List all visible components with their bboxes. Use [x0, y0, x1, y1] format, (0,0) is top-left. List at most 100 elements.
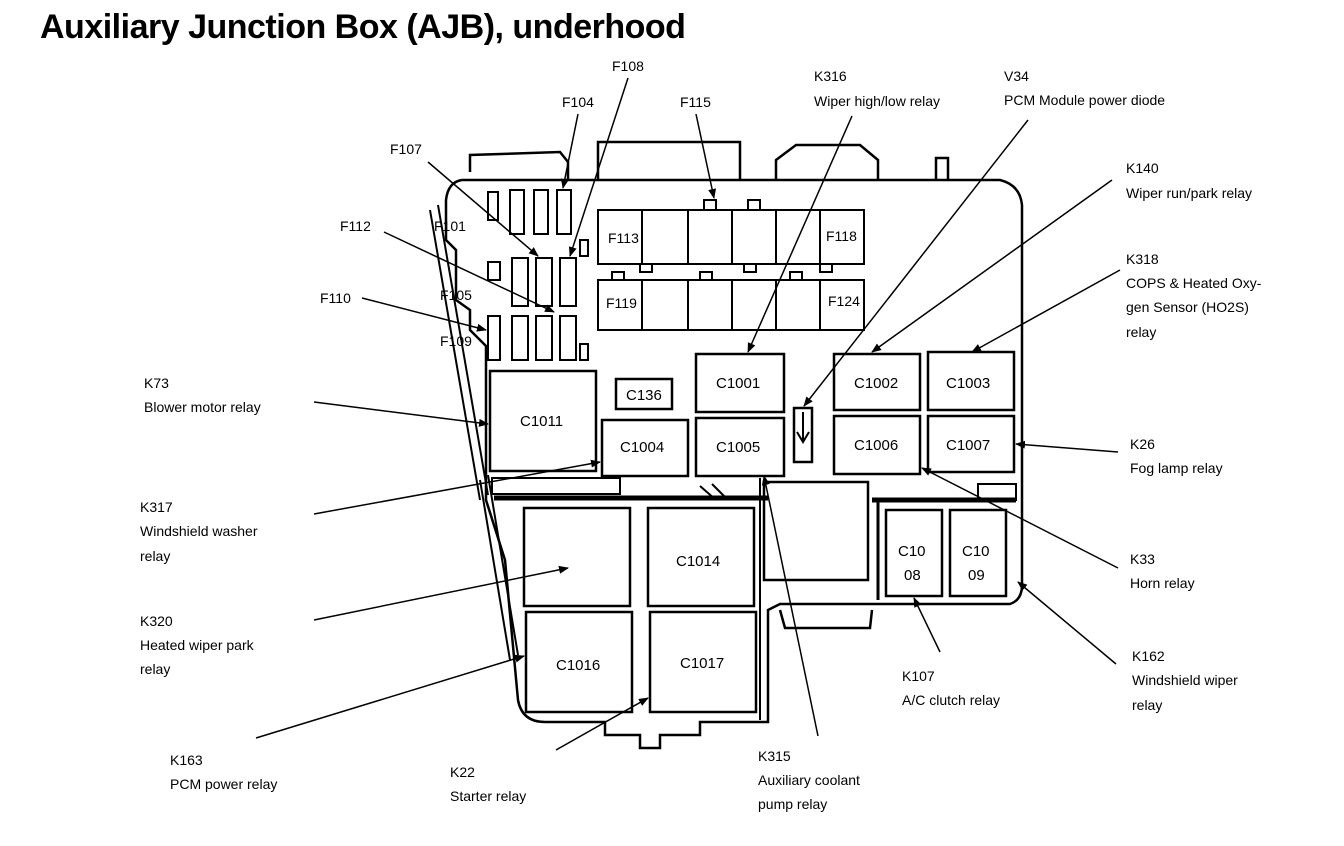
k320-desc-1: Heated wiper park: [140, 637, 255, 653]
c136-label: C136: [626, 387, 662, 404]
c1009-label-bottom: 09: [968, 567, 985, 584]
c1001-box: [694, 352, 786, 414]
c1004-box: [600, 418, 690, 478]
leader-v34: [803, 119, 1029, 407]
c1003-label: C1003: [946, 375, 990, 392]
c136-box: [614, 377, 674, 411]
k162-desc-2: relay: [1132, 697, 1162, 713]
junction-box-outline: [444, 140, 1024, 750]
k315-code: K315: [758, 748, 791, 764]
f104-callout: F104: [562, 94, 594, 110]
leader-k320: [313, 565, 569, 621]
callout-k163: K163 PCM power relay: [170, 752, 277, 792]
k320-box: [522, 506, 632, 608]
f112-callout: F112: [340, 218, 371, 234]
c1011-label: C1011: [520, 413, 563, 430]
k316-desc: Wiper high/low relay: [814, 93, 940, 109]
k163-desc: PCM power relay: [170, 776, 277, 792]
k26-desc: Fog lamp relay: [1130, 460, 1223, 476]
callout-k140: K140 Wiper run/park relay: [1126, 160, 1252, 201]
c1008-box: [884, 508, 944, 598]
leader-f110: [361, 297, 487, 332]
k26-code: K26: [1130, 436, 1155, 452]
k22-code: K22: [450, 764, 475, 780]
leader-f112: [383, 231, 555, 313]
c1007-box: [926, 414, 1016, 474]
leader-k315: [761, 475, 819, 737]
leader-k26: [1015, 440, 1119, 453]
leader-f108: [568, 77, 629, 257]
c1005-box: [694, 416, 786, 478]
fuse-rows: [597, 199, 865, 331]
k315-desc-1: Auxiliary coolant: [758, 772, 860, 788]
callout-k162: K162 Windshield wiper relay: [1132, 648, 1238, 713]
c1009-label-top: C10: [962, 543, 990, 560]
f105-callout: F105: [440, 287, 472, 303]
leader-f107: [427, 161, 539, 257]
k315-desc-2: pump relay: [758, 796, 827, 812]
k317-desc-2: relay: [140, 548, 170, 564]
callout-k316: K316 Wiper high/low relay: [814, 68, 940, 109]
f109-callout: F109: [440, 333, 472, 349]
callout-k315: K315 Auxiliary coolant pump relay: [758, 748, 860, 812]
leader-k140: [871, 179, 1113, 353]
leader-lines: [255, 77, 1121, 751]
k162-desc-1: Windshield wiper: [1132, 672, 1238, 688]
f119-label: F119: [606, 295, 637, 311]
c1002-box: [832, 352, 922, 412]
k318-desc-3: relay: [1126, 324, 1156, 340]
leader-k33: [921, 467, 1119, 569]
leader-k316: [747, 115, 853, 353]
k107-code: K107: [902, 668, 935, 684]
k33-code: K33: [1130, 551, 1155, 567]
k73-desc: Blower motor relay: [144, 399, 261, 415]
f118-label: F118: [826, 228, 857, 244]
k73-code: K73: [144, 375, 169, 391]
diagram-title: Auxiliary Junction Box (AJB), underhood: [40, 8, 686, 46]
f101-callout: F101: [434, 218, 466, 234]
k320-desc-2: relay: [140, 661, 170, 677]
c1011-box: [488, 369, 598, 473]
k317-desc-1: Windshield washer: [140, 523, 258, 539]
leader-f104: [560, 113, 579, 189]
callout-k320: K320 Heated wiper park relay: [140, 613, 255, 677]
c1008-label-bottom: 08: [904, 567, 921, 584]
callout-v34: V34 PCM Module power diode: [1004, 68, 1165, 108]
f113-label: F113: [608, 230, 639, 246]
connector-boxes: [488, 350, 1016, 714]
c1002-label: C1002: [854, 375, 898, 392]
c1008-label-top: C10: [898, 543, 926, 560]
c1009-box: [948, 508, 1008, 598]
k318-desc-2: gen Sensor (HO2S): [1126, 299, 1249, 315]
c1014-label: C1014: [676, 553, 720, 570]
leader-k162: [1017, 581, 1117, 665]
f124-label: F124: [828, 293, 860, 309]
v34-code: V34: [1004, 68, 1029, 84]
k22-desc: Starter relay: [450, 788, 526, 804]
callout-k317: K317 Windshield washer relay: [140, 499, 258, 564]
callout-k22: K22 Starter relay: [450, 764, 526, 804]
leader-k107: [913, 597, 941, 653]
mini-fuse-block: [487, 189, 589, 361]
callout-k26: K26 Fog lamp relay: [1130, 436, 1223, 476]
c1016-label: C1016: [556, 657, 600, 674]
center-block: [762, 480, 870, 582]
leader-k73: [313, 401, 489, 427]
c1006-box: [832, 414, 922, 476]
k320-code: K320: [140, 613, 173, 629]
c1007-label: C1007: [946, 437, 990, 454]
leader-k318: [971, 269, 1121, 353]
k140-code: K140: [1126, 160, 1159, 176]
c1003-box: [926, 350, 1016, 412]
c1005-label: C1005: [716, 439, 760, 456]
k318-code: K318: [1126, 251, 1159, 267]
leader-f115: [695, 113, 717, 199]
callout-k73: K73 Blower motor relay: [144, 375, 261, 415]
k107-desc: A/C clutch relay: [902, 692, 1000, 708]
f110-callout: F110: [320, 290, 351, 306]
callout-k318: K318 COPS & Heated Oxy- gen Sensor (HO2S…: [1126, 251, 1262, 340]
k33-desc: Horn relay: [1130, 575, 1195, 591]
v34-desc: PCM Module power diode: [1004, 92, 1165, 108]
c1006-label: C1006: [854, 437, 898, 454]
